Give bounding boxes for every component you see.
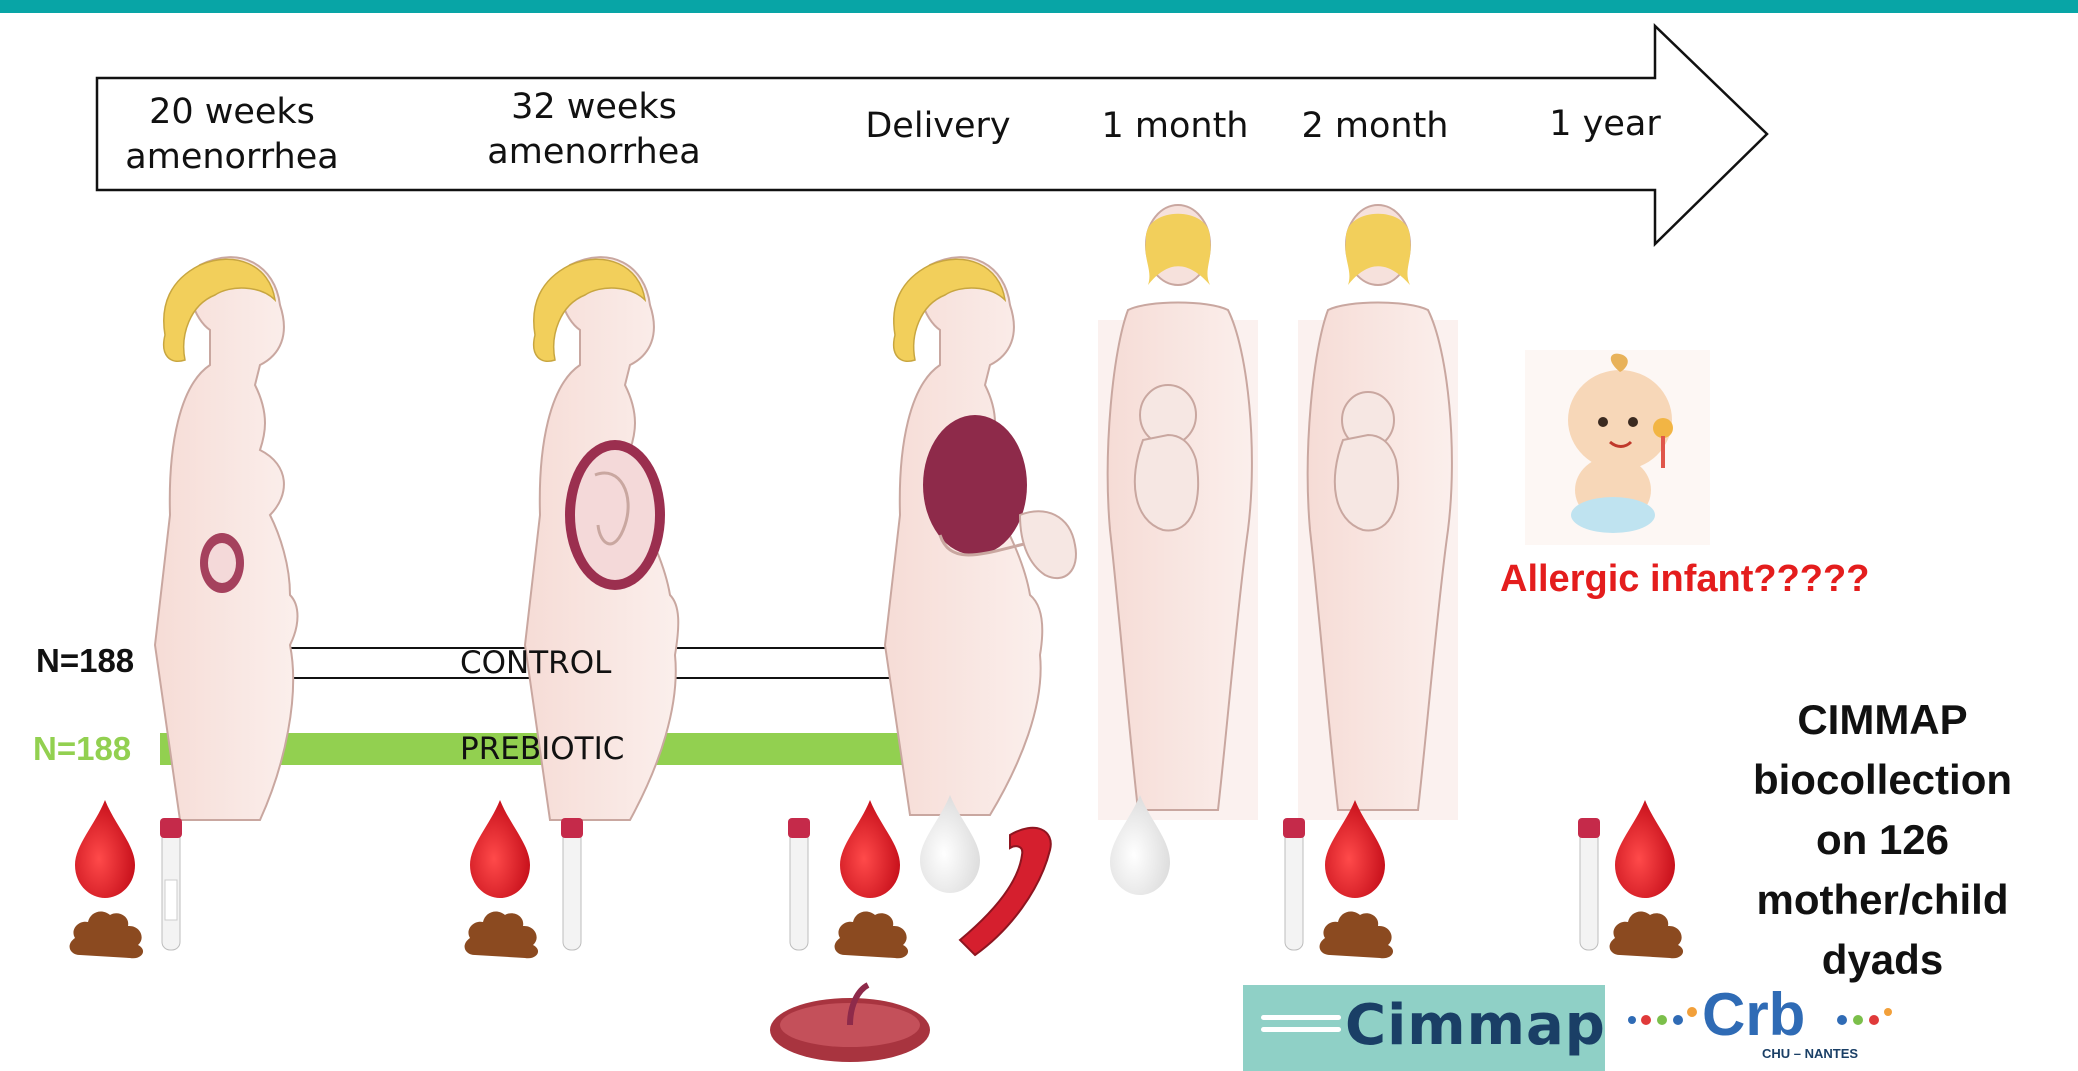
cimmap-logo-text: Cimmap xyxy=(1345,993,1606,1058)
timepoint-1-year: 1 year xyxy=(1520,102,1690,147)
cimmap-logo: Cimmap xyxy=(1243,985,1605,1071)
crb-logo: Crb CHU – NANTES xyxy=(1620,980,1910,1070)
cimmap-logo-lines xyxy=(1261,1015,1341,1041)
sample-group-2month xyxy=(1283,800,1393,958)
blood-drop-icon xyxy=(840,800,900,898)
biocollection-note: CIMMAP biocollection on 126 mother/child… xyxy=(1715,690,2050,990)
timepoint-32-weeks: 32 weeks amenorrhea xyxy=(474,85,714,175)
timepoint-delivery: Delivery xyxy=(848,104,1028,149)
stool-icon xyxy=(70,911,143,958)
control-label: CONTROL xyxy=(460,645,611,681)
timepoint-line2: amenorrhea xyxy=(112,135,352,180)
blood-drop-icon xyxy=(470,800,530,898)
biocollection-line: on 126 xyxy=(1715,810,2050,870)
timepoint-line1: 20 weeks xyxy=(112,90,352,135)
stool-icon xyxy=(835,911,908,958)
biocollection-line: mother/child xyxy=(1715,870,2050,930)
timepoint-line1: 1 year xyxy=(1520,102,1690,147)
biocollection-line: biocollection xyxy=(1715,750,2050,810)
stool-icon xyxy=(465,911,538,958)
pregnant-woman-20w-figure xyxy=(155,257,298,820)
stool-icon xyxy=(1610,911,1683,958)
cartoon-baby-figure xyxy=(1525,350,1710,545)
sample-group-1year xyxy=(1578,800,1683,958)
timepoint-2-month: 2 month xyxy=(1290,104,1460,149)
blood-drop-icon xyxy=(75,800,135,898)
prebiotic-label: PREBIOTIC xyxy=(460,731,624,767)
allergic-infant-text: Allergic infant????? xyxy=(1500,558,1869,601)
timepoint-line1: 2 month xyxy=(1290,104,1460,149)
timepoint-1-month: 1 month xyxy=(1090,104,1260,149)
tube-icon xyxy=(790,820,808,950)
tube-icon xyxy=(563,820,581,950)
biocollection-line: CIMMAP xyxy=(1715,690,2050,750)
sample-group-delivery xyxy=(788,795,1051,958)
timepoint-line2: amenorrhea xyxy=(474,130,714,175)
mother-baby-1month-figure xyxy=(1098,205,1258,820)
prebiotic-n-label: N=188 xyxy=(33,730,131,768)
timepoint-20-weeks: 20 weeks amenorrhea xyxy=(112,90,352,180)
timepoint-line1: 1 month xyxy=(1090,104,1260,149)
tube-icon xyxy=(1285,820,1303,950)
timepoint-line1: Delivery xyxy=(848,104,1028,149)
sample-group-32w xyxy=(465,800,583,958)
stool-icon xyxy=(1320,911,1393,958)
timepoint-line1: 32 weeks xyxy=(474,85,714,130)
blood-drop-icon xyxy=(1615,800,1675,898)
crb-logo-subtext: CHU – NANTES xyxy=(1762,1046,1858,1061)
tube-icon xyxy=(1580,820,1598,950)
sample-group-20w xyxy=(70,800,182,958)
crb-logo-text: Crb xyxy=(1702,980,1805,1049)
delivery-woman-figure xyxy=(885,257,1076,815)
placenta-icon xyxy=(770,985,930,1062)
control-n-label: N=188 xyxy=(36,642,134,680)
mother-baby-2month-figure xyxy=(1298,205,1458,820)
